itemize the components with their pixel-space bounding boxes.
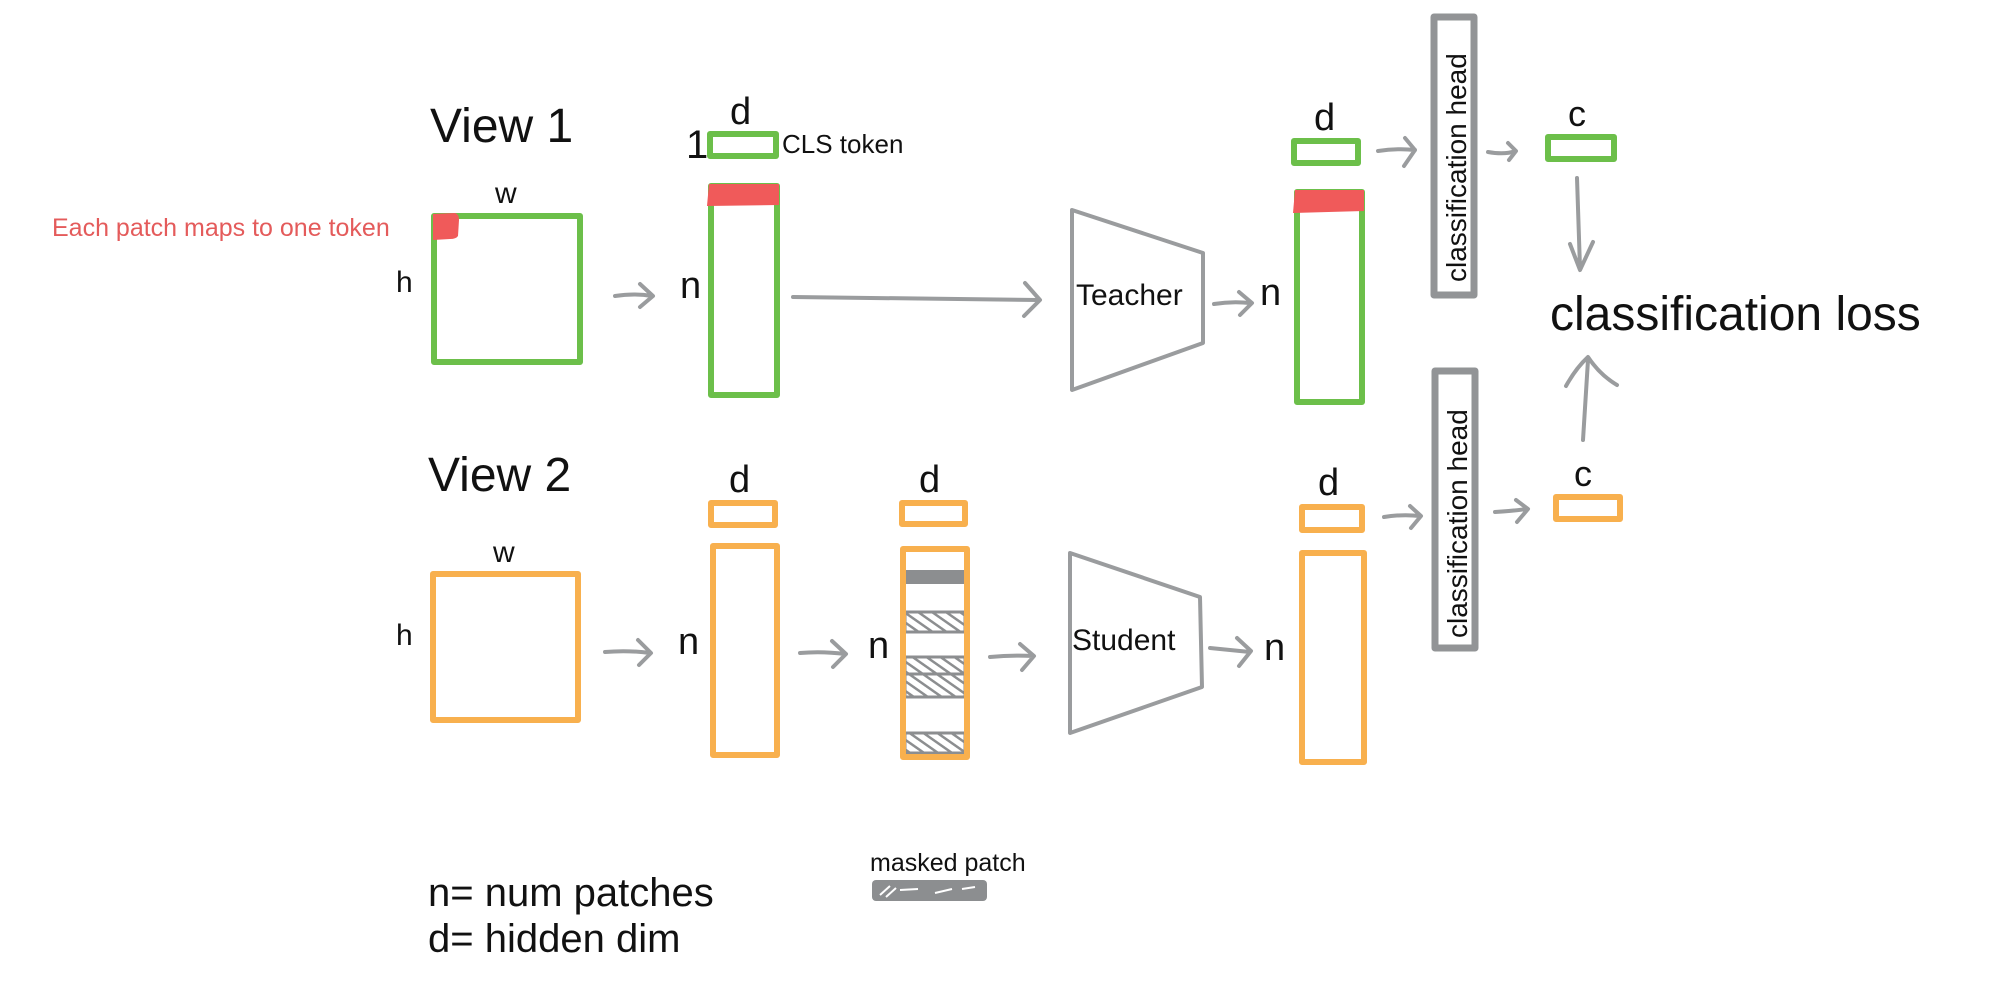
arrow-teacher-to-output [1212,290,1254,317]
view1-patch [433,213,459,240]
view1-classification-head-label: classification head [1441,53,1472,282]
patch-annotation: Each patch maps to one token [52,214,390,242]
arrow-view2-tokens-to-masked [798,639,848,669]
teacher-encoder [1070,208,1205,392]
view1-logits-label: c [1568,93,1586,134]
view1-cls-token [707,131,779,159]
arrow-view1-logits-to-loss [1568,176,1595,272]
view2-masked-dim-label: d [919,459,940,501]
view2-token-count-label: n [678,621,699,663]
arrow-view2-to-head [1382,504,1423,530]
masked-patch [905,570,965,584]
arrow-view2-head-to-logits [1493,498,1530,524]
student-encoder [1068,551,1204,735]
view2-output-dim-label: d [1318,462,1339,504]
classification-loss-label: classification loss [1550,288,1921,341]
view2-masked-patch-tokens [900,546,970,760]
view1-output-cls-token [1291,138,1361,166]
arrow-view1-to-head [1376,136,1417,168]
view1-output-count-label: n [1260,272,1281,314]
view2-classification-head-label: classification head [1442,409,1473,638]
arrow-view2-image-to-tokens [603,638,653,667]
view1-classification-head [1430,13,1478,299]
view2-logits-label: c [1574,453,1592,494]
masked-patches [900,570,970,755]
teacher-label: Teacher [1076,279,1183,312]
arrow-view1-head-to-logits [1486,141,1518,162]
view1-cls-count-label: 1 [686,123,708,167]
view2-title: View 2 [428,449,571,502]
arrow-masked-to-student [988,642,1036,672]
view2-output-patch-tokens [1299,550,1367,765]
view2-classification-head [1431,367,1479,652]
arrow-view1-tokens-to-teacher [791,281,1042,318]
legend-n-definition: n= num patches [428,871,714,915]
view2-cls-token [708,500,778,528]
view1-width-label: w [494,177,517,210]
masked-patch [903,610,967,634]
view2-output-count-label: n [1264,627,1285,669]
masked-patch [903,731,967,755]
view2-height-label: h [396,619,413,652]
view2-patch-tokens [710,543,780,758]
view2-masked-cls-token [899,500,968,527]
view1-cls-dim-label: d [730,91,751,133]
view2-output-cls-token [1299,504,1365,533]
view1-image [431,213,583,365]
legend-masked-patch-swatch [872,880,987,901]
view1-cls-token-label: CLS token [782,129,903,159]
view1-output-dim-label: d [1314,97,1335,139]
view2-logits [1553,494,1623,522]
view2-token-dim-label: d [729,459,750,501]
view1-patch-tokens [708,183,780,398]
view2-image [430,571,581,723]
arrow-student-to-output [1208,636,1253,668]
view1-output-patch-highlight [1293,190,1364,213]
view1-title: View 1 [430,100,573,153]
view2-width-label: w [492,536,515,569]
legend-masked-patch-label: masked patch [870,849,1026,877]
arrow-view1-image-to-tokens [613,282,655,309]
student-label: Student [1072,624,1176,657]
view1-output-patch-tokens [1294,189,1365,405]
view1-logits [1545,134,1617,162]
view2-masked-count-label: n [868,625,889,667]
arrow-view2-logits-to-loss [1564,355,1619,442]
masked-patch [903,655,967,699]
view1-token-count-label: n [680,265,701,307]
view1-patch-token-highlight [707,184,779,206]
view1-height-label: h [396,266,413,299]
legend-d-definition: d= hidden dim [428,917,680,961]
